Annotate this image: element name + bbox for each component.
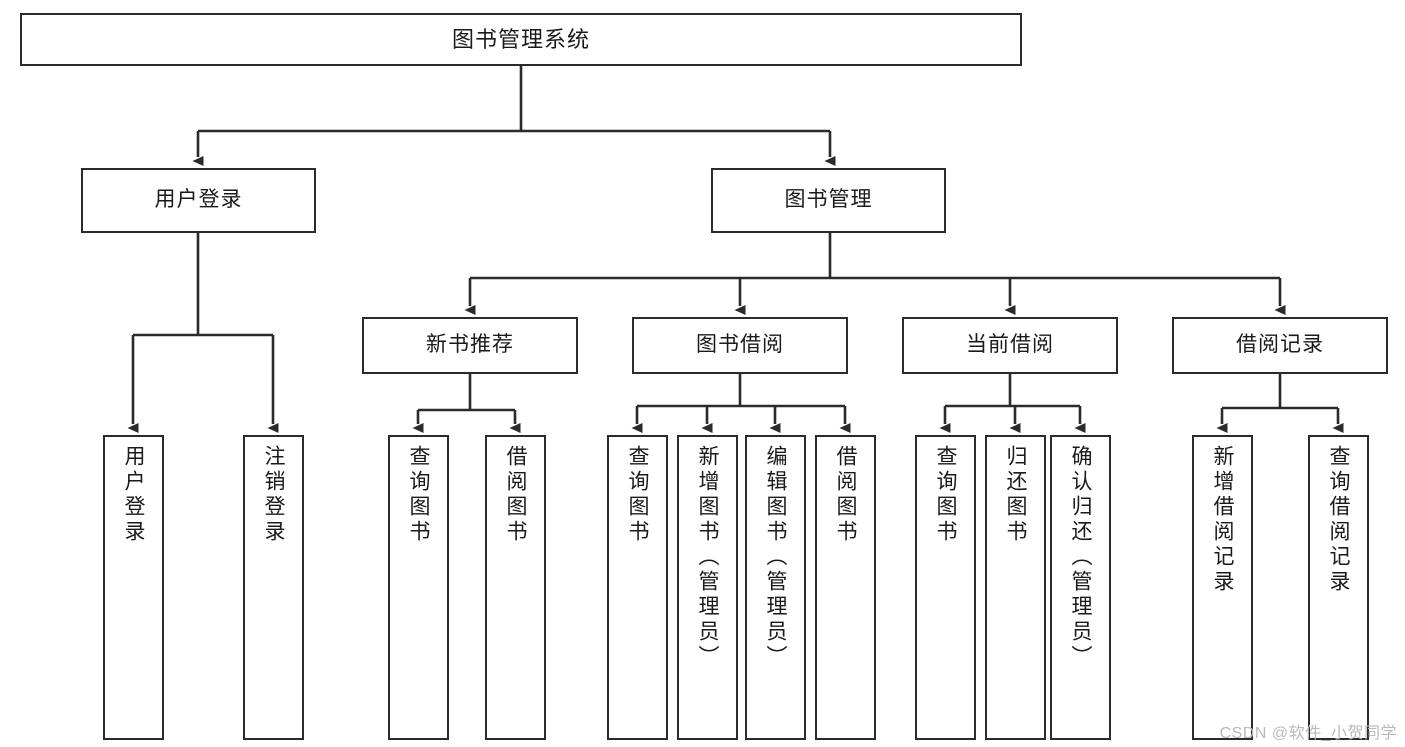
node-label: 归还图书 xyxy=(1004,445,1027,545)
node-label: 注销登录 xyxy=(262,445,285,545)
leaf-borrow-book-1[interactable]: 借阅图书 xyxy=(485,435,546,740)
node-label: 编辑图书（管理员） xyxy=(764,445,787,670)
node-new-book-rec[interactable]: 新书推荐 xyxy=(362,317,578,374)
leaf-add-book[interactable]: 新增图书（管理员） xyxy=(677,435,738,740)
node-label: 借阅图书 xyxy=(504,445,527,545)
node-current-borrow[interactable]: 当前借阅 xyxy=(902,317,1118,374)
node-label: 新增借阅记录 xyxy=(1211,445,1234,595)
leaf-logout-login[interactable]: 注销登录 xyxy=(243,435,304,740)
node-label: 查询借阅记录 xyxy=(1327,445,1350,595)
node-user-login[interactable]: 用户登录 xyxy=(81,168,316,233)
node-label: 新增图书（管理员） xyxy=(696,445,719,670)
node-label: 图书管理 xyxy=(784,188,873,212)
node-label: 查询图书 xyxy=(626,445,649,545)
node-book-borrow[interactable]: 图书借阅 xyxy=(632,317,848,374)
node-label: 借阅记录 xyxy=(1236,333,1324,357)
node-label: 查询图书 xyxy=(934,445,957,545)
node-label: 当前借阅 xyxy=(966,333,1054,357)
node-label: 用户登录 xyxy=(122,445,145,545)
leaf-query-book-1[interactable]: 查询图书 xyxy=(388,435,449,740)
leaf-query-book-3[interactable]: 查询图书 xyxy=(915,435,976,740)
node-book-manage[interactable]: 图书管理 xyxy=(711,168,946,233)
leaf-edit-book[interactable]: 编辑图书（管理员） xyxy=(745,435,806,740)
node-borrow-record[interactable]: 借阅记录 xyxy=(1172,317,1388,374)
leaf-query-record[interactable]: 查询借阅记录 xyxy=(1308,435,1369,740)
node-label: 确认归还（管理员） xyxy=(1069,445,1092,670)
leaf-confirm-return[interactable]: 确认归还（管理员） xyxy=(1050,435,1111,740)
node-label: 图书借阅 xyxy=(696,333,784,357)
node-label: 用户登录 xyxy=(154,188,243,212)
node-label: 借阅图书 xyxy=(834,445,857,545)
leaf-query-book-2[interactable]: 查询图书 xyxy=(607,435,668,740)
leaf-borrow-book-2[interactable]: 借阅图书 xyxy=(815,435,876,740)
node-label: 新书推荐 xyxy=(426,333,514,357)
node-root-system[interactable]: 图书管理系统 xyxy=(20,13,1022,66)
leaf-user-login[interactable]: 用户登录 xyxy=(103,435,164,740)
leaf-add-record[interactable]: 新增借阅记录 xyxy=(1192,435,1253,740)
node-label: 图书管理系统 xyxy=(451,26,590,52)
node-label: 查询图书 xyxy=(407,445,430,545)
leaf-return-book[interactable]: 归还图书 xyxy=(985,435,1046,740)
